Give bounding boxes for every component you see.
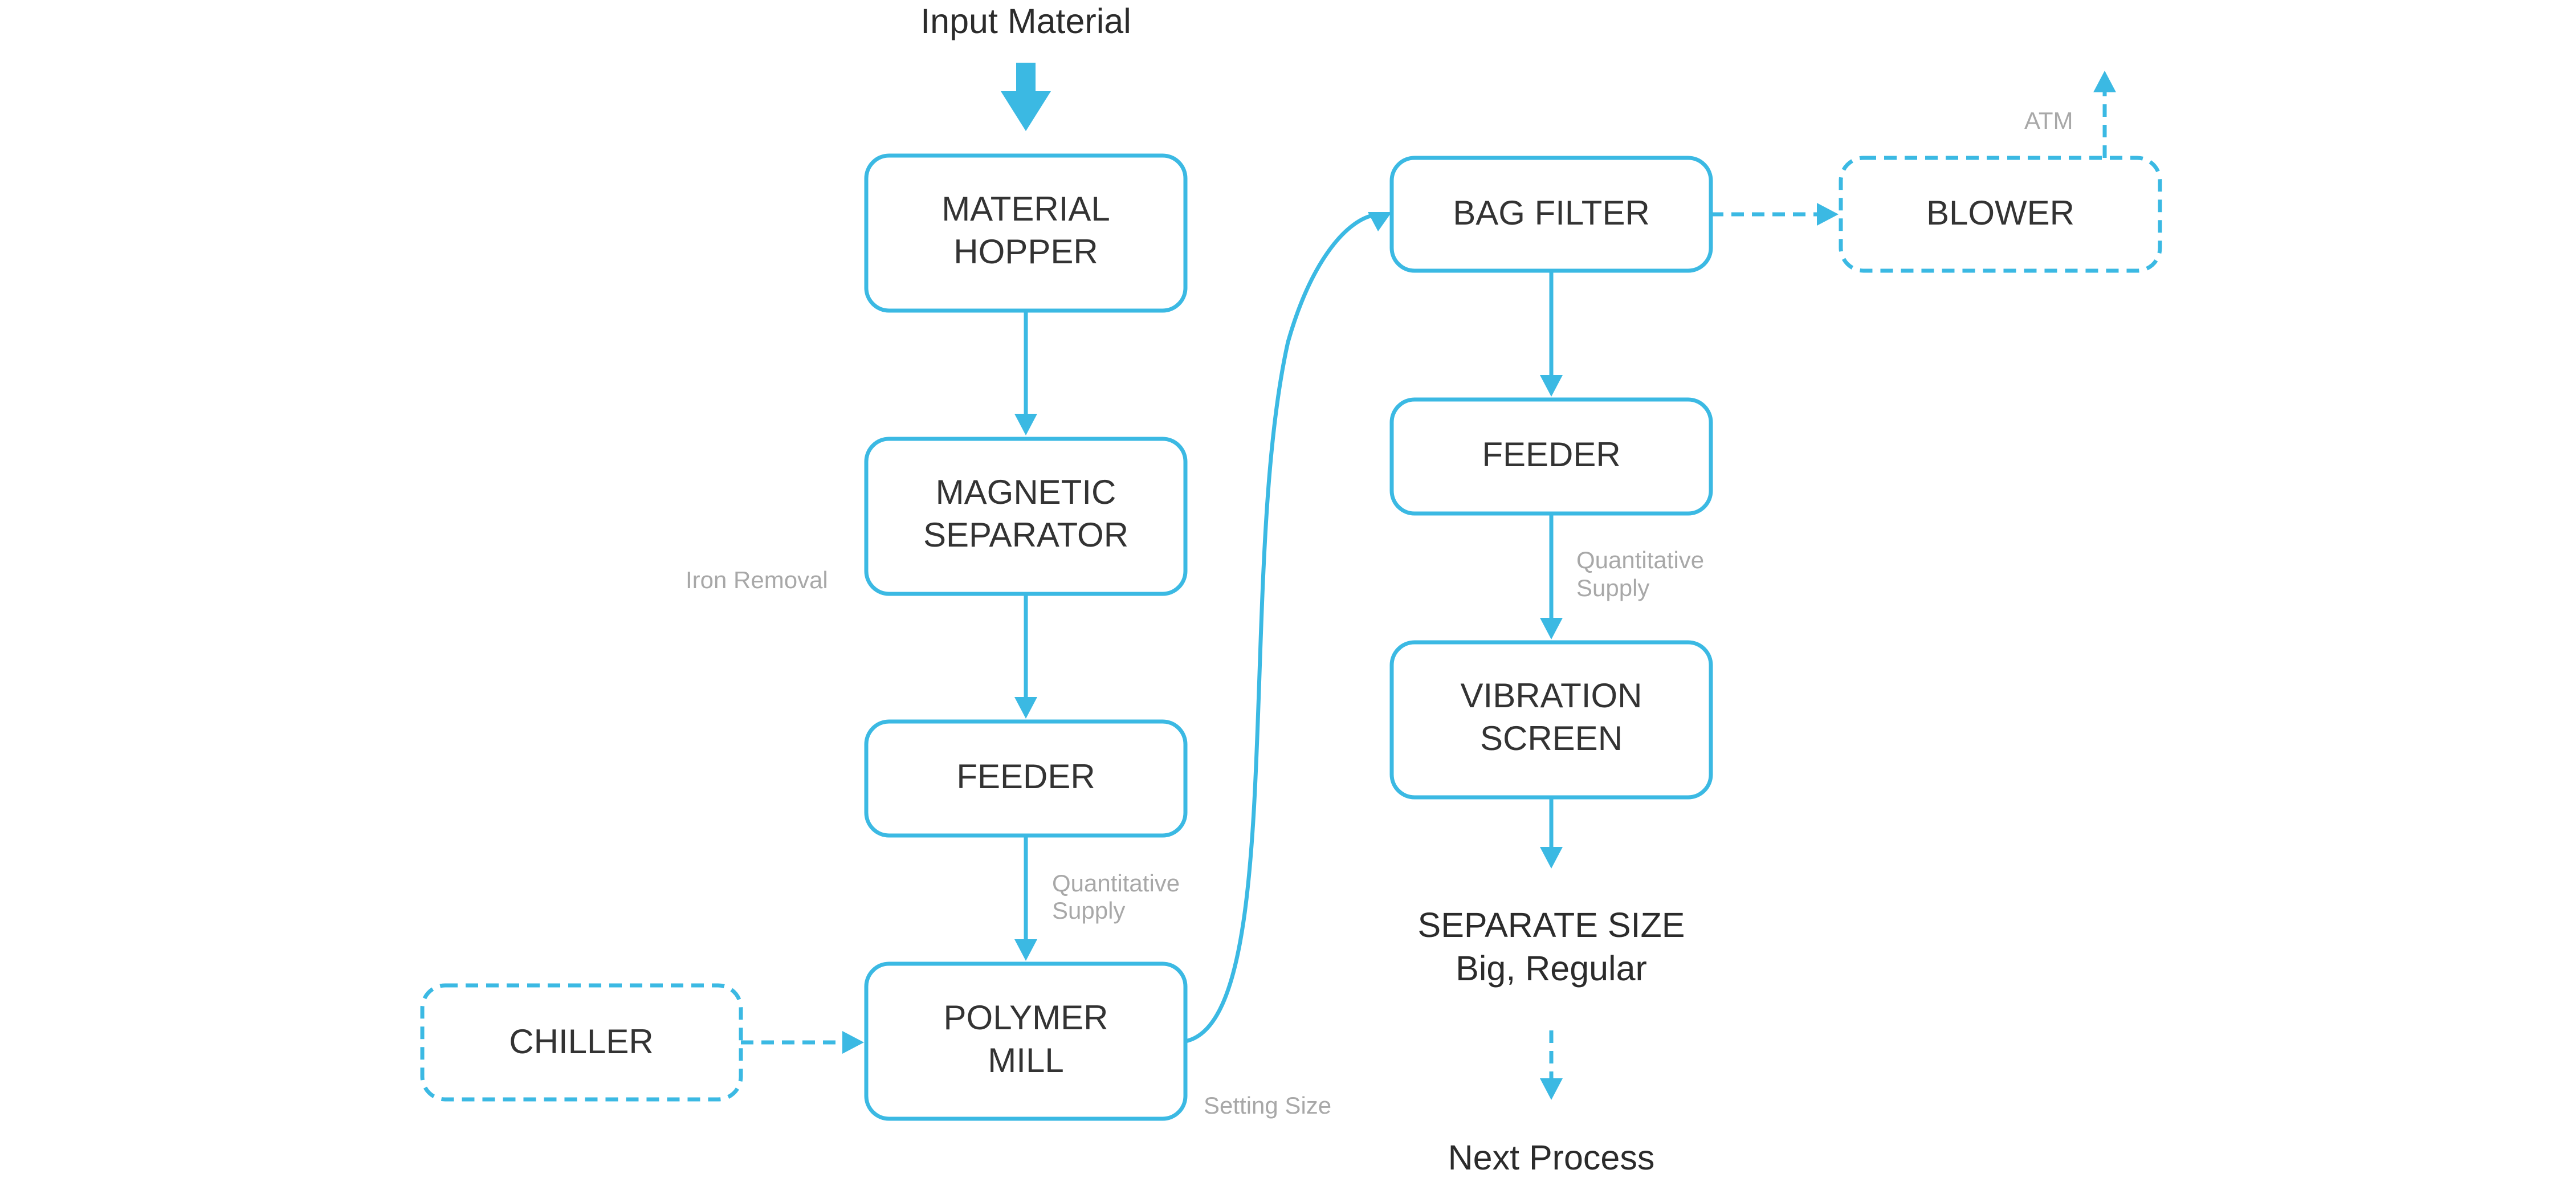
- magnetic-separator-line1: MAGNETIC: [936, 473, 1116, 511]
- edge-bagfilter-to-feeder: [1540, 271, 1563, 397]
- atm-label: ATM: [2024, 107, 2073, 134]
- feeder-right-node: FEEDER: [1389, 397, 1713, 516]
- edge-feeder-to-screen: [1540, 514, 1563, 639]
- vibration-screen-line2: SCREEN: [1480, 719, 1623, 757]
- iron-removal-label: Iron Removal: [686, 567, 828, 593]
- edge-blower-to-atm: [2093, 71, 2116, 158]
- magnetic-separator-node: MAGNETIC SEPARATOR: [864, 437, 1188, 596]
- bag-filter-node: BAG FILTER: [1389, 156, 1713, 273]
- edge-feeder-to-mill: [1014, 836, 1037, 961]
- quantitative-supply-left-line1: Quantitative: [1052, 870, 1180, 896]
- feeder-left-label: FEEDER: [956, 757, 1095, 796]
- input-arrow: [1001, 63, 1051, 131]
- chiller-node: CHILLER: [420, 983, 743, 1102]
- chiller-label: CHILLER: [509, 1022, 653, 1061]
- material-hopper-line2: HOPPER: [953, 233, 1098, 271]
- blower-node: BLOWER: [1839, 156, 2162, 273]
- bag-filter-label: BAG FILTER: [1453, 194, 1650, 232]
- edge-separator-to-feeder: [1014, 594, 1037, 719]
- quantitative-supply-right-line2: Supply: [1576, 574, 1649, 601]
- quantitative-supply-left-line2: Supply: [1052, 897, 1125, 924]
- polymer-mill-line1: POLYMER: [944, 999, 1108, 1037]
- blower-label: BLOWER: [1926, 194, 2074, 232]
- material-hopper-line1: MATERIAL: [941, 190, 1110, 228]
- input-material-label: Input Material: [920, 2, 1131, 40]
- edge-chiller-to-mill: [741, 1031, 864, 1054]
- quantitative-supply-right-line1: Quantitative: [1576, 547, 1704, 573]
- edge-bagfilter-to-blower: [1711, 203, 1839, 226]
- magnetic-separator-line2: SEPARATOR: [923, 516, 1128, 554]
- feeder-right-label: FEEDER: [1482, 435, 1620, 474]
- edge-separate-to-next: [1540, 1030, 1563, 1100]
- feeder-left-node: FEEDER: [864, 719, 1188, 838]
- separate-size-line1: SEPARATE SIZE: [1418, 906, 1685, 944]
- separate-size-line2: Big, Regular: [1456, 949, 1647, 988]
- vibration-screen-line1: VIBRATION: [1461, 676, 1642, 715]
- vibration-screen-node: VIBRATION SCREEN: [1389, 640, 1713, 800]
- edge-mill-to-bagfilter: [1185, 212, 1392, 1044]
- setting-size-label: Setting Size: [1204, 1092, 1331, 1119]
- material-hopper-node: MATERIAL HOPPER: [864, 153, 1188, 313]
- polymer-mill-node: POLYMER MILL: [864, 961, 1188, 1121]
- next-process-label: Next Process: [1448, 1138, 1655, 1177]
- edge-hopper-to-separator: [1014, 311, 1037, 435]
- polymer-mill-line2: MILL: [988, 1041, 1063, 1079]
- edge-screen-to-separate: [1540, 797, 1563, 869]
